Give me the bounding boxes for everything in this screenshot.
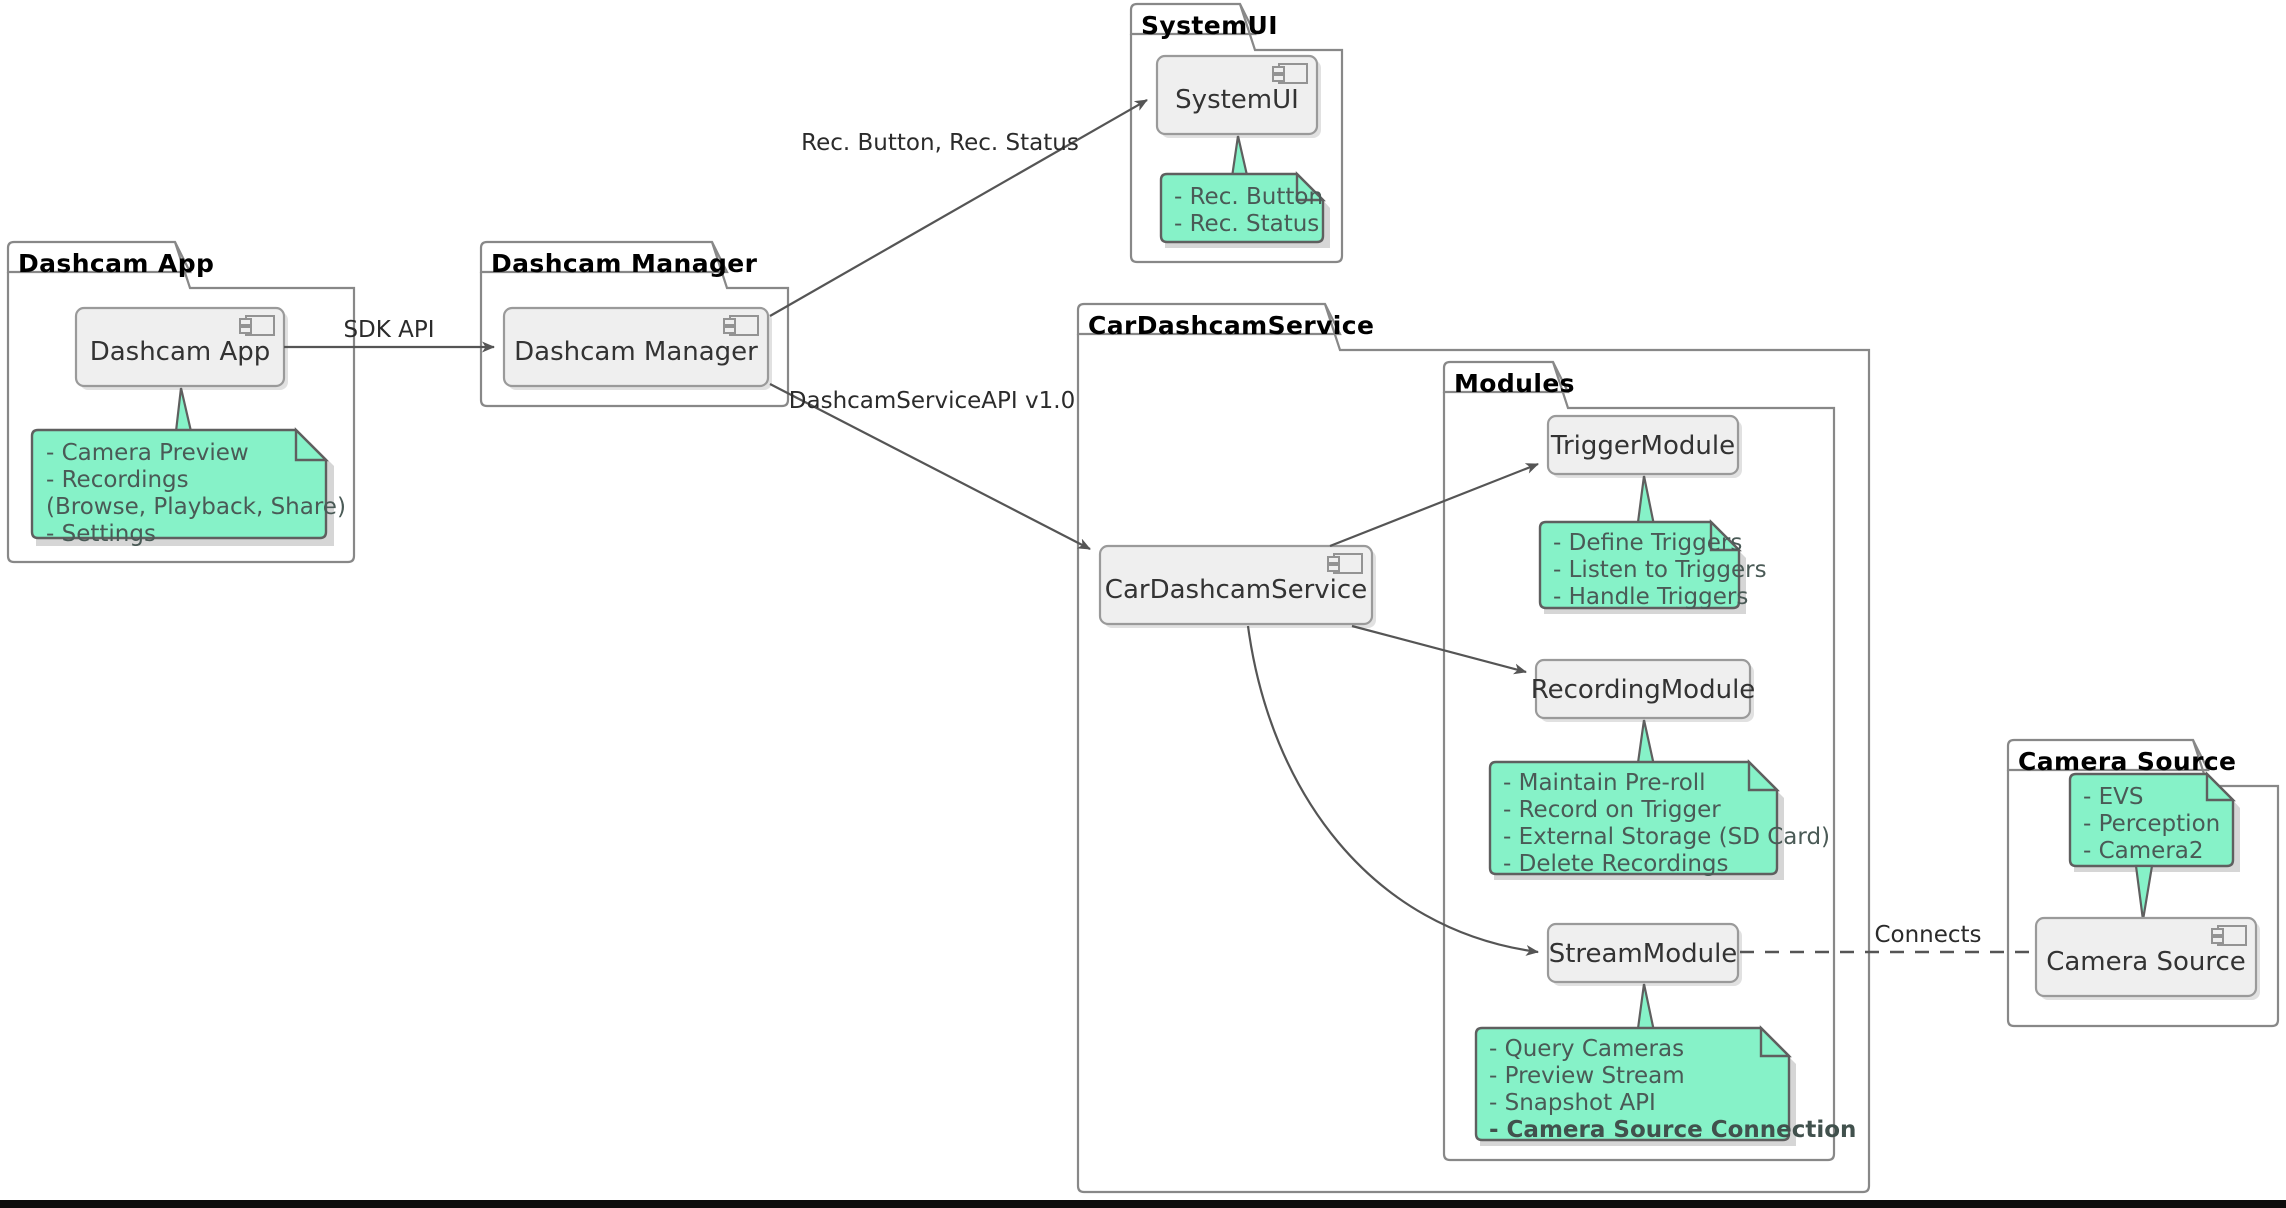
- note-line: - Preview Stream: [1489, 1063, 1685, 1089]
- component-label: Dashcam Manager: [514, 337, 758, 367]
- connection-label: DashcamServiceAPI v1.0: [789, 388, 1075, 414]
- note-line: - Rec. Status: [1174, 211, 1319, 237]
- package-title: Camera Source: [2018, 747, 2236, 776]
- note-line: (Browse, Playback, Share): [46, 494, 346, 520]
- note-line: - Snapshot API: [1489, 1090, 1656, 1116]
- connection-dashcamserviceapi[interactable]: DashcamServiceAPI v1.0: [769, 383, 1091, 550]
- component-label: Dashcam App: [90, 337, 271, 367]
- component-label: StreamModule: [1549, 939, 1738, 969]
- package-dashcam-app: Dashcam App Dashcam App - Camera Preview…: [6, 240, 356, 564]
- component-camera-source[interactable]: Camera Source: [2034, 916, 2260, 1000]
- note-line: - Listen to Triggers: [1553, 557, 1767, 583]
- component-icon: [1327, 553, 1363, 574]
- package-title: CarDashcamService: [1088, 311, 1374, 340]
- component-label: CarDashcamService: [1105, 575, 1367, 605]
- note-camera-source: - EVS - Perception - Camera2: [2068, 771, 2240, 872]
- component-systemui[interactable]: SystemUI: [1155, 54, 1321, 138]
- component-icon: [2211, 925, 2247, 946]
- component-icon: [1272, 63, 1308, 84]
- note-systemui: - Rec. Button - Rec. Status: [1159, 171, 1330, 248]
- component-dashcam-app[interactable]: Dashcam App: [74, 306, 288, 390]
- component-dashcam-manager[interactable]: Dashcam Manager: [502, 306, 772, 390]
- package-title: Modules: [1454, 369, 1575, 398]
- connection-rec-button-status[interactable]: Rec. Button, Rec. Status: [769, 99, 1148, 317]
- connection-service-trigger[interactable]: [1329, 462, 1539, 548]
- note-line: - Query Cameras: [1489, 1036, 1684, 1062]
- package-title: Dashcam Manager: [491, 249, 758, 278]
- package-camera-source: Camera Source - EVS - Perception - Camer…: [2006, 738, 2280, 1028]
- note-line: - Maintain Pre-roll: [1503, 770, 1706, 796]
- note-line: - EVS: [2083, 784, 2143, 810]
- package-modules: Modules TriggerModule - Define Triggers …: [1442, 360, 1856, 1162]
- note-line: - Delete Recordings: [1503, 851, 1729, 877]
- package-title: Dashcam App: [18, 249, 214, 278]
- connection-sdk-api[interactable]: SDK API: [284, 317, 495, 353]
- note-line: - Record on Trigger: [1503, 797, 1721, 823]
- note-line: - Camera Preview: [46, 440, 249, 466]
- connection-label: Connects: [1874, 922, 1981, 948]
- connection-service-stream[interactable]: [1246, 625, 1539, 956]
- note-line: - Perception: [2083, 811, 2220, 837]
- note-streammodule: - Query Cameras - Preview Stream - Snaps…: [1474, 1025, 1856, 1146]
- note-line: - Handle Triggers: [1553, 584, 1748, 610]
- component-label: SystemUI: [1175, 85, 1299, 115]
- component-icon: [239, 315, 275, 336]
- component-streammodule[interactable]: StreamModule: [1546, 922, 1742, 986]
- note-line: - Recordings: [46, 467, 189, 493]
- connection-connects[interactable]: Connects: [1740, 922, 2034, 954]
- package-title: SystemUI: [1141, 11, 1278, 40]
- note-line: - Settings: [46, 521, 156, 547]
- bottom-edge-band: [0, 1200, 2286, 1208]
- note-line: - Camera2: [2083, 838, 2204, 864]
- package-systemui: SystemUI SystemUI - Rec. Button - Rec. S…: [1129, 2, 1344, 264]
- connection-service-recording[interactable]: [1351, 624, 1527, 675]
- component-triggermodule[interactable]: TriggerModule: [1546, 414, 1742, 478]
- component-cardashcamservice[interactable]: CarDashcamService: [1098, 544, 1376, 628]
- component-label: Camera Source: [2046, 947, 2246, 977]
- note-line: - External Storage (SD Card): [1503, 824, 1830, 850]
- note-line: - Rec. Button: [1174, 184, 1323, 210]
- note-line: - Camera Source Connection: [1489, 1117, 1856, 1143]
- package-dashcam-manager: Dashcam Manager Dashcam Manager: [479, 240, 790, 408]
- connection-label: Rec. Button, Rec. Status: [801, 130, 1079, 156]
- note-line: - Define Triggers: [1553, 530, 1742, 556]
- note-dashcam-app: - Camera Preview - Recordings (Browse, P…: [30, 427, 346, 547]
- component-label: RecordingModule: [1531, 675, 1756, 705]
- connection-label: SDK API: [343, 317, 434, 343]
- package-cardashcamservice: CarDashcamService CarDashcamService Modu…: [1076, 302, 1871, 1194]
- component-label: TriggerModule: [1550, 431, 1735, 461]
- note-anchor: [2134, 864, 2154, 921]
- note-recordingmodule: - Maintain Pre-roll - Record on Trigger …: [1488, 759, 1830, 880]
- component-recordingmodule[interactable]: RecordingModule: [1531, 658, 1756, 722]
- component-icon: [723, 315, 759, 336]
- note-triggermodule: - Define Triggers - Listen to Triggers -…: [1538, 519, 1767, 614]
